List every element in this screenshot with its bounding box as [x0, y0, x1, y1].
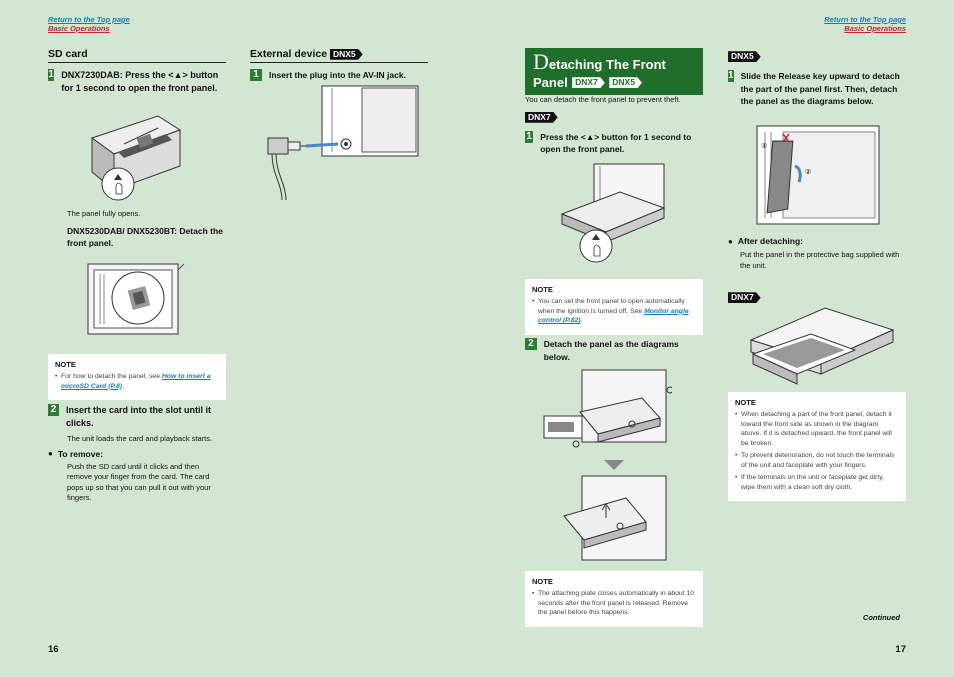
after-detaching: ● After detaching: Put the panel in the …: [728, 236, 906, 307]
external-device-section: External device DNX5 1 Insert the plug i…: [250, 48, 428, 82]
panel-open-illustration: [88, 108, 188, 204]
model-badge: DNX7: [728, 292, 761, 304]
note-title: NOTE: [532, 577, 553, 586]
dnx5-section: DNX5 1 Slide the Release key upward to d…: [728, 48, 906, 108]
note-item: You can set the front panel to open auto…: [532, 297, 696, 326]
svg-text:②: ②: [805, 168, 811, 176]
detach-title: Detaching The Front: [533, 49, 666, 74]
step-text: Detach the panel as the diagrams below.: [543, 339, 679, 362]
continued-label: Continued: [862, 613, 900, 622]
note-item: To prevent deterioration, do not touch t…: [735, 451, 899, 470]
remove-heading: ● To remove:: [48, 448, 104, 459]
section-title: SD card: [48, 48, 226, 63]
step-number: 1: [48, 69, 55, 81]
dnx7-illustration: [745, 302, 895, 388]
step-number: 1: [525, 130, 534, 143]
col1-caption-block: The panel fully opens. DNX5230DAB/ DNX52…: [67, 209, 227, 250]
note-item: The attaching plate closes automatically…: [532, 589, 696, 618]
top-page-link[interactable]: Return to the Top page: [824, 15, 906, 24]
model-badge: DNX5: [609, 77, 642, 89]
step-1: 1 DNX7230DAB: Press the <▲> button for 1…: [48, 69, 226, 94]
step-number: 2: [48, 404, 59, 416]
model-badge: DNX5: [728, 51, 761, 63]
bullet-icon: ●: [48, 449, 53, 458]
section-title: External device DNX5: [250, 48, 428, 63]
model-badge: DNX7: [525, 111, 558, 123]
monitor-angle-link[interactable]: Monitor angle control (P.82): [538, 307, 689, 325]
note-title: NOTE: [735, 398, 756, 407]
after-title: After detaching:: [737, 236, 804, 246]
av-in-illustration: [262, 84, 422, 202]
detach-steps-illustration: [542, 368, 672, 564]
step-1: 1 Press the <▲> button for 1 second to o…: [525, 130, 703, 156]
step-1: 1 Insert the plug into the AV-IN jack.: [250, 69, 428, 82]
note-item: For how to detach the panel, see How to …: [55, 372, 219, 391]
model-badge: DNX7: [572, 77, 605, 89]
note-item: If the terminals on the unit or faceplat…: [735, 473, 899, 492]
header-right: Return to the Top page Basic Operations: [824, 15, 906, 33]
detach-panel-illustration: [86, 254, 186, 342]
note-title: NOTE: [55, 360, 76, 369]
col3-intro: You can detach the front panel to preven…: [525, 95, 703, 156]
step-1: 1 Slide the Release key upward to detach…: [728, 70, 906, 108]
model-badge: DNX5: [329, 48, 363, 60]
header-left: Return to the Top page Basic Operations: [48, 15, 130, 33]
remove-desc: Push the SD card until it clicks and the…: [67, 461, 211, 503]
step-number: 2: [525, 338, 537, 350]
basic-operations-link[interactable]: Basic Operations: [48, 24, 110, 33]
step-2: 2 Insert the card into the slot until it…: [48, 404, 226, 504]
detach-title-block: Detaching The Front Panel DNX7 DNX5: [525, 48, 703, 95]
page-number-left: 16: [48, 644, 59, 655]
col4-note: NOTE When detaching a part of the front …: [728, 392, 906, 501]
panel-open-caption: The panel fully opens.: [67, 209, 141, 218]
step-2: 2 Detach the panel as the diagrams below…: [525, 338, 703, 363]
svg-text:①: ①: [761, 142, 767, 150]
col1-note: NOTE For how to detach the panel, see Ho…: [48, 354, 226, 400]
intro-text: You can detach the front panel to preven…: [525, 95, 681, 104]
step-text: DNX7230DAB: Press the <▲> button for 1 s…: [61, 70, 219, 93]
col3-note: NOTE You can set the front panel to open…: [525, 279, 703, 335]
top-page-link[interactable]: Return to the Top page: [48, 15, 130, 24]
basic-operations-link[interactable]: Basic Operations: [844, 24, 906, 33]
release-key-illustration: ① ②: [755, 122, 885, 230]
step-number: 1: [728, 70, 734, 82]
detach-substep: DNX5230DAB/ DNX5230BT: Detach the front …: [67, 225, 223, 249]
page-number-right: 17: [895, 644, 906, 655]
step-number: 1: [250, 69, 262, 81]
step-desc: The unit loads the card and playback sta…: [67, 434, 213, 443]
panel-open-illustration: [560, 162, 670, 268]
after-desc: Put the panel in the protective bag supp…: [740, 250, 900, 270]
detach-title-line2: Panel DNX7 DNX5: [533, 75, 695, 91]
bullet-icon: ●: [728, 236, 733, 246]
step-text: Insert the plug into the AV-IN jack.: [269, 70, 406, 80]
note-item: When detaching a part of the front panel…: [735, 410, 899, 448]
microsd-link[interactable]: How to insert a microSD Card (P.8): [61, 373, 211, 390]
step-text: Press the <▲> button for 1 second to ope…: [540, 131, 692, 155]
sd-card-section: SD card 1 DNX7230DAB: Press the <▲> butt…: [48, 48, 226, 94]
note-title: NOTE: [532, 285, 553, 294]
step-text: Insert the card into the slot until it c…: [65, 405, 211, 428]
step-text: Slide the Release key upward to detach t…: [740, 71, 900, 106]
col3-note-2: NOTE The attaching plate closes automati…: [525, 571, 703, 627]
